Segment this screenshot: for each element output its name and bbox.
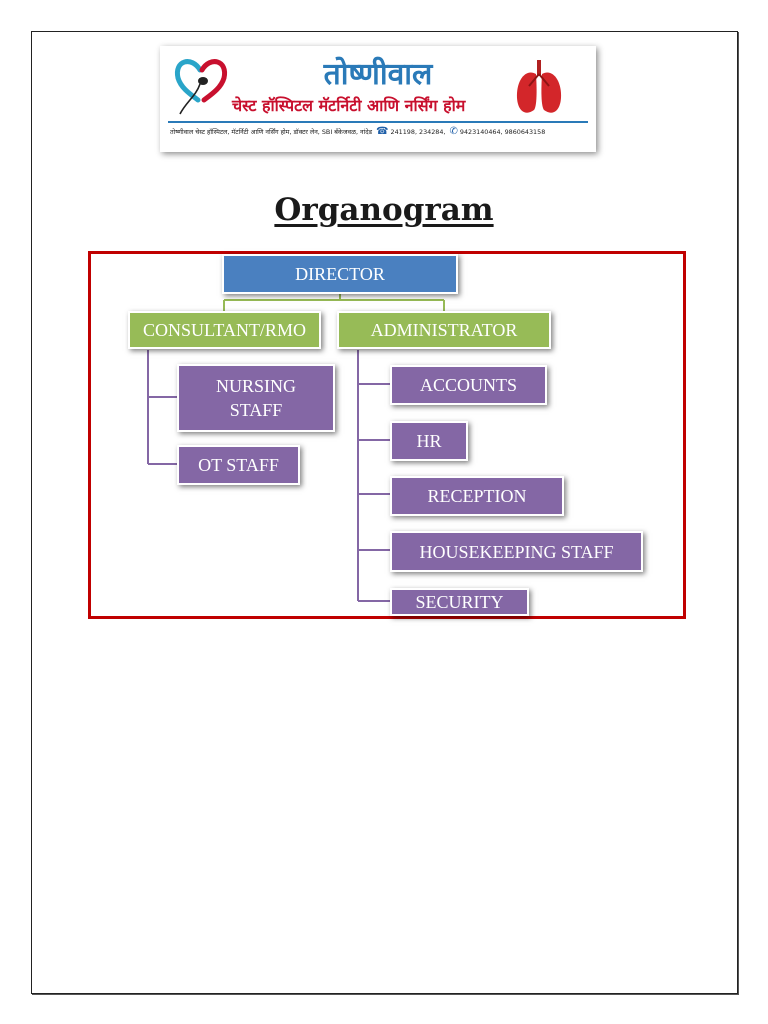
mobile-phone-icon: ✆ (449, 126, 458, 137)
org-node-accounts: ACCOUNTS (390, 365, 547, 405)
connector-consultant-children (147, 350, 178, 465)
lungs-icon (516, 60, 562, 113)
organogram-frame (88, 251, 686, 619)
org-node-security: SECURITY (390, 588, 529, 616)
heart-logo-icon (174, 59, 228, 115)
logo-title: तोष्णीवाल (323, 57, 433, 92)
phone-landline: 241198, 234284, (390, 128, 446, 136)
connector-administrator-children (357, 350, 390, 602)
org-node-consultant-rmo: CONSULTANT/RMO (128, 311, 321, 349)
telephone-icon: ☎ (376, 126, 389, 137)
org-node-nursing-staff: NURSING STAFF (177, 364, 335, 432)
org-node-ot-staff: OT STAFF (177, 445, 300, 485)
connector-director-branches (223, 292, 445, 311)
org-node-director: DIRECTOR (222, 254, 458, 294)
logo-address-line: तोष्णीवाल चेस्ट हॉस्पिटल, मॅटर्निटी आणि … (170, 125, 586, 139)
org-node-reception: RECEPTION (390, 476, 564, 516)
org-node-hr: HR (390, 421, 468, 461)
logo-divider (168, 121, 588, 123)
phone-mobile: 9423140464, 9860643158 (459, 128, 546, 136)
logo-subtitle: चेस्ट हॉस्पिटल मॅटर्निटी आणि नर्सिंग होम (232, 96, 466, 115)
org-node-administrator: ADMINISTRATOR (337, 311, 551, 349)
address-text: तोष्णीवाल चेस्ट हॉस्पिटल, मॅटर्निटी आणि … (170, 128, 373, 136)
org-node-housekeeping-staff: HOUSEKEEPING STAFF (390, 531, 643, 572)
hospital-logo-banner: तोष्णीवाल चेस्ट हॉस्पिटल मॅटर्निटी आणि न… (160, 46, 596, 152)
page-title: Organogram (274, 192, 494, 228)
page-border (31, 31, 738, 994)
